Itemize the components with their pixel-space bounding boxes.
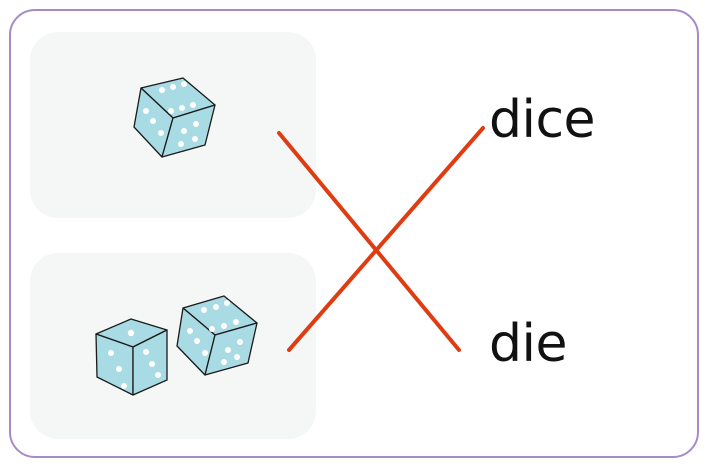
die-left-icon [95, 318, 168, 396]
match-line-bottom-to-top [287, 126, 485, 352]
match-line-top-to-bottom [277, 131, 461, 352]
word-dice[interactable]: dice [489, 90, 596, 150]
picture-panel-bottom[interactable] [30, 253, 316, 439]
single-die-icon [133, 77, 216, 158]
die-right-icon [176, 295, 258, 376]
word-die[interactable]: die [489, 314, 567, 374]
